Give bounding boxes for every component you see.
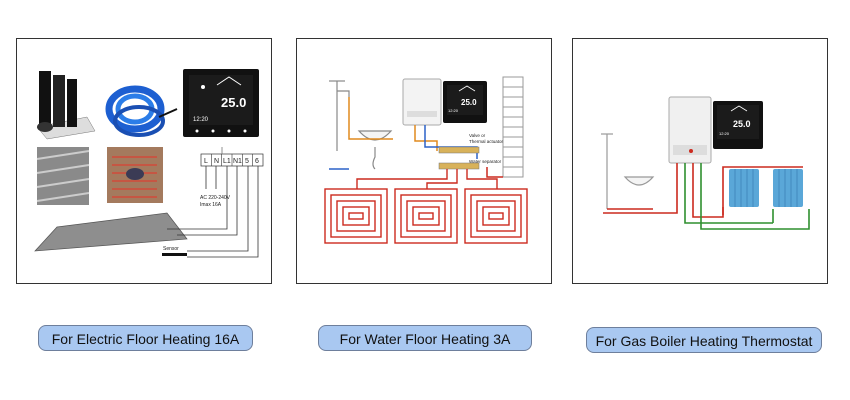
terminal-6: 6 xyxy=(255,158,259,165)
thermostat-time: 12:20 xyxy=(719,131,730,136)
radiator-left xyxy=(729,169,759,207)
thermostat-time: 12:20 xyxy=(448,108,459,113)
terminal-n: N xyxy=(214,158,219,165)
shower-sink-icon xyxy=(601,133,655,209)
terminal-n1: N1 xyxy=(233,158,242,165)
thermostat-temp: 25.0 xyxy=(221,95,246,110)
panel-gas-boiler-heating: 25.0 12:20 xyxy=(572,38,828,284)
power-note-current: Imax 16A xyxy=(200,202,222,208)
panel-water-floor-heating: 25.0 12:20 Valve or Thermal actuator Wat… xyxy=(296,38,552,284)
terminal-block xyxy=(200,153,264,167)
floor-heating-loops xyxy=(324,169,528,244)
floor-slab xyxy=(34,212,188,252)
power-note-voltage: AC 220-240V xyxy=(200,195,231,201)
thermostat-time: 12:20 xyxy=(193,117,209,123)
thermostat-device xyxy=(183,69,259,137)
heating-cable-coil-image xyxy=(105,85,178,137)
cable-floor-photo xyxy=(107,147,163,203)
sensor-label: Sensor xyxy=(163,246,179,252)
boiler-unit xyxy=(668,96,712,164)
thermostat-temp: 25.0 xyxy=(461,98,477,107)
water-heating-diagram: 25.0 12:20 Valve or Thermal actuator Wat… xyxy=(324,76,528,244)
gas-boiler-diagram: 25.0 12:20 xyxy=(601,96,810,230)
terminal-l1: L1 xyxy=(223,158,231,165)
terminal-5: 5 xyxy=(245,158,249,165)
heating-film-rolls-image xyxy=(36,71,96,140)
radiator-right xyxy=(773,169,803,207)
label-separator: Water separator xyxy=(469,159,502,164)
boiler-unit xyxy=(402,78,442,126)
wiring-lines xyxy=(167,147,259,258)
electric-heating-diagram: 25.0 12:20 L N L1 N1 5 6 AC 220-240V Ima… xyxy=(34,69,264,258)
water-separator-manifold xyxy=(438,146,480,170)
thermostat-device xyxy=(713,101,763,149)
panel-electric-floor-heating: 25.0 12:20 L N L1 N1 5 6 AC 220-240V Ima… xyxy=(16,38,272,284)
label-actuator: Thermal actuator xyxy=(469,139,504,144)
caption-electric-floor-heating: For Electric Floor Heating 16A xyxy=(38,325,253,351)
floor-sensor xyxy=(162,253,187,256)
caption-water-floor-heating: For Water Floor Heating 3A xyxy=(318,325,532,351)
terminal-l: L xyxy=(204,158,208,165)
heating-pipes xyxy=(603,163,810,230)
thermostat-temp: 25.0 xyxy=(733,119,751,129)
caption-gas-boiler-heating: For Gas Boiler Heating Thermostat xyxy=(586,327,822,353)
label-valve: Valve or xyxy=(469,133,486,138)
shower-sink-icon xyxy=(329,80,393,170)
floor-film-photo xyxy=(36,147,90,205)
thermostat-device xyxy=(443,81,487,123)
towel-radiator xyxy=(502,76,524,178)
